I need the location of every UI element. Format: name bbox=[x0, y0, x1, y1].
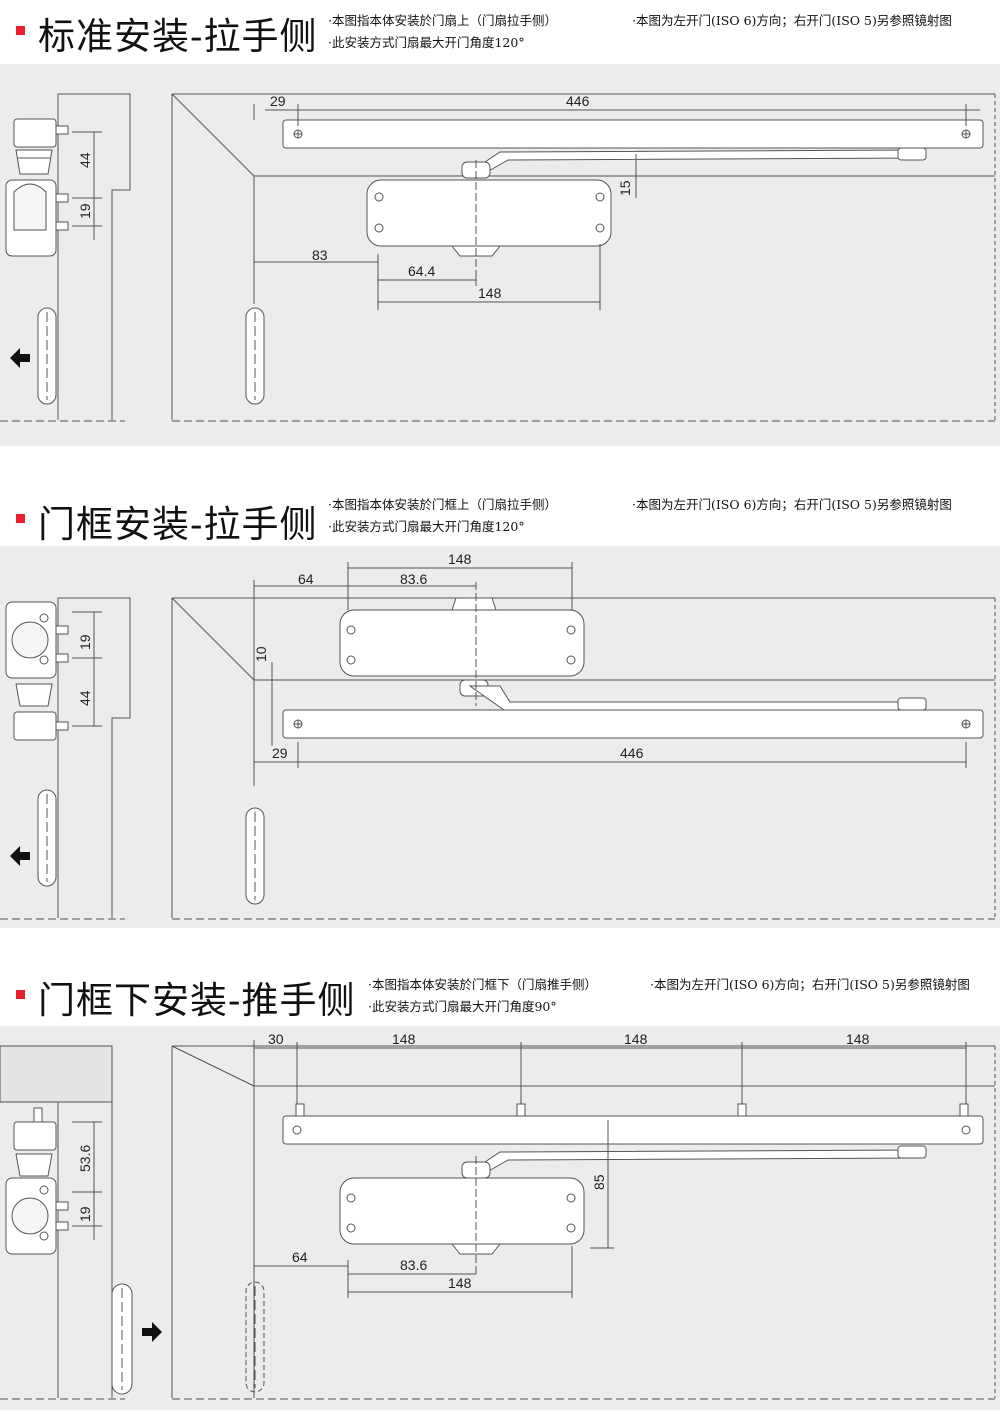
section-frame-under-install: 门框下安装-推手侧 ·本图指本体安装於门框下（门扇推手侧） ·此安装方式门扇最大… bbox=[0, 960, 1000, 1411]
note-line-1: ·本图指本体安装於门扇上（门扇拉手侧） bbox=[328, 13, 557, 28]
note-line-3: ·本图为左开门(ISO 6)方向；右开门(ISO 5)另参照镜射图 bbox=[632, 13, 952, 28]
note-line-2: ·此安装方式门扇最大开门角度120° bbox=[328, 519, 525, 534]
dim-label: 85 bbox=[591, 1174, 607, 1190]
arrow-left-icon bbox=[10, 348, 30, 368]
dim-label: 64.4 bbox=[408, 263, 435, 279]
red-bullet-icon bbox=[16, 514, 25, 523]
note-line-1: ·本图指本体安装於门框上（门扇拉手侧） bbox=[328, 497, 557, 512]
dim-label: 83 bbox=[312, 247, 328, 263]
dim-label: 19 bbox=[77, 203, 93, 219]
section-header: 标准安装-拉手侧 ·本图指本体安装於门扇上（门扇拉手侧） ·此安装方式门扇最大开… bbox=[0, 0, 1000, 60]
red-bullet-icon bbox=[16, 990, 25, 999]
dim-label: 29 bbox=[270, 93, 286, 109]
section-frame-install: 门框安装-拉手侧 ·本图指本体安装於门框上（门扇拉手侧） ·此安装方式门扇最大开… bbox=[0, 480, 1000, 930]
section-title: 门框下安装-推手侧 bbox=[38, 979, 356, 1022]
dim-label: 30 bbox=[268, 1031, 284, 1047]
dim-label: 10 bbox=[253, 646, 269, 662]
dim-label: 44 bbox=[77, 690, 93, 706]
diagram-panel: 30 148 148 148 85 64 83.6 148 53.6 19 bbox=[0, 1026, 1000, 1410]
red-bullet-icon bbox=[16, 26, 25, 35]
dim-label: 64 bbox=[298, 571, 314, 587]
section-title: 门框安装-拉手侧 bbox=[38, 503, 318, 546]
dim-label: 148 bbox=[846, 1031, 870, 1047]
note-line-1: ·本图指本体安装於门框下（门扇推手侧） bbox=[368, 977, 597, 992]
section-standard-install: 标准安装-拉手侧 ·本图指本体安装於门扇上（门扇拉手侧） ·此安装方式门扇最大开… bbox=[0, 0, 1000, 450]
dim-label: 19 bbox=[77, 1206, 93, 1222]
note-line-3: ·本图为左开门(ISO 6)方向；右开门(ISO 5)另参照镜射图 bbox=[632, 497, 952, 512]
dim-label: 148 bbox=[478, 285, 502, 301]
dim-label: 148 bbox=[448, 551, 472, 567]
arrow-right-icon bbox=[142, 1322, 162, 1342]
section-title: 标准安装-拉手侧 bbox=[38, 15, 318, 58]
dim-label: 64 bbox=[292, 1249, 308, 1265]
dim-label: 446 bbox=[566, 93, 590, 109]
dim-label: 53.6 bbox=[77, 1145, 93, 1172]
diagram-panel: 29 446 15 83 64.4 148 44 19 bbox=[0, 64, 1000, 446]
section-header: 门框安装-拉手侧 ·本图指本体安装於门框上（门扇拉手侧） ·此安装方式门扇最大开… bbox=[0, 480, 1000, 546]
install-diagram-1: 29 446 15 83 64.4 148 44 19 bbox=[0, 93, 996, 422]
note-line-3: ·本图为左开门(ISO 6)方向；右开门(ISO 5)另参照镜射图 bbox=[650, 977, 970, 992]
dim-label: 19 bbox=[77, 634, 93, 650]
dim-label: 15 bbox=[617, 180, 633, 196]
dim-label: 44 bbox=[77, 152, 93, 168]
note-line-2: ·此安装方式门扇最大开门角度90° bbox=[368, 999, 557, 1014]
install-diagram-3: 30 148 148 148 85 64 83.6 148 53.6 19 bbox=[0, 1031, 996, 1400]
diagram-panel: 148 64 83.6 10 29 446 19 44 bbox=[0, 546, 1000, 928]
dim-label: 148 bbox=[624, 1031, 648, 1047]
install-diagram-2: 148 64 83.6 10 29 446 19 44 bbox=[0, 551, 996, 920]
dim-label: 83.6 bbox=[400, 1257, 427, 1273]
dim-label: 29 bbox=[272, 745, 288, 761]
section-header: 门框下安装-推手侧 ·本图指本体安装於门框下（门扇推手侧） ·此安装方式门扇最大… bbox=[0, 960, 1000, 1022]
dim-label: 83.6 bbox=[400, 571, 427, 587]
arrow-left-icon bbox=[10, 846, 30, 866]
dim-label: 148 bbox=[448, 1275, 472, 1291]
dim-label: 148 bbox=[392, 1031, 416, 1047]
dim-label: 446 bbox=[620, 745, 644, 761]
note-line-2: ·此安装方式门扇最大开门角度120° bbox=[328, 35, 525, 50]
